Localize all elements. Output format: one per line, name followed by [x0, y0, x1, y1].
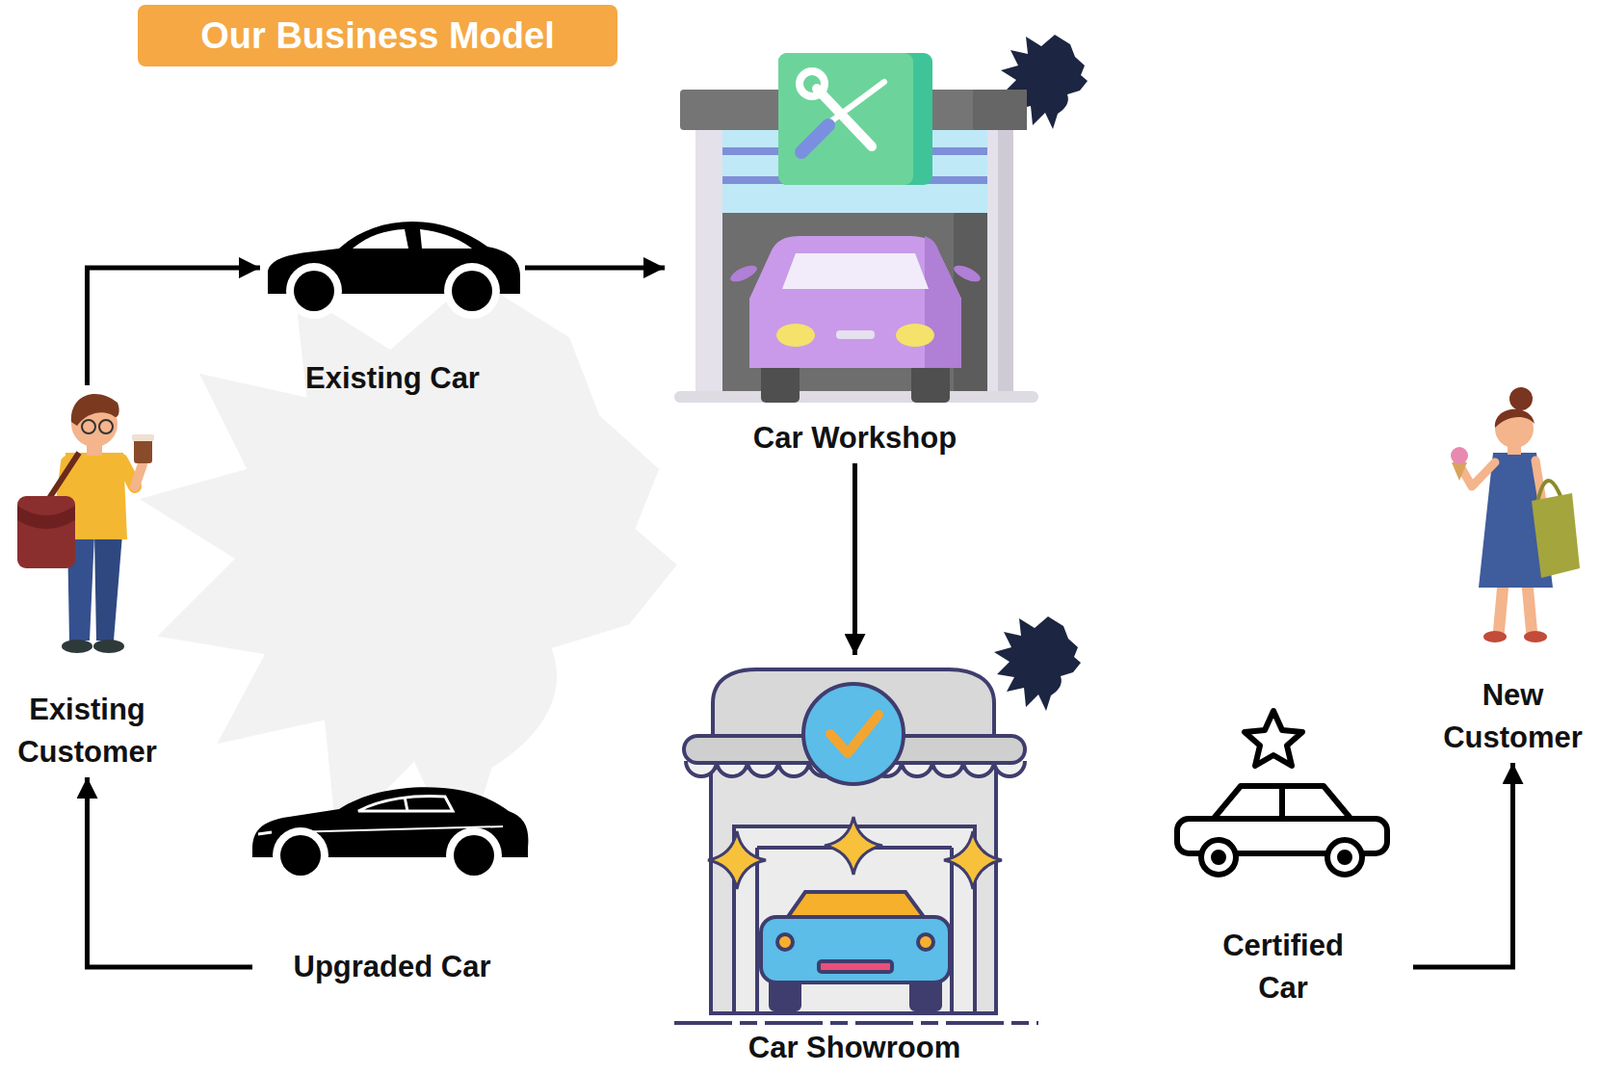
- label-wrap: New Customer: [1433, 674, 1593, 760]
- node-label: Existing Customer: [7, 688, 167, 774]
- customer-node: Existing Customer: [7, 385, 167, 778]
- upgraded-car-icon: [252, 786, 528, 884]
- node-label: Certified Car: [1206, 924, 1361, 1010]
- label-wrap: Existing Car: [260, 357, 525, 400]
- car-node: Upgraded Car: [252, 780, 532, 993]
- showroom-building: [674, 669, 1039, 1023]
- car-node: Certified Car: [1153, 698, 1414, 1014]
- node-label: Existing Car: [260, 357, 525, 400]
- node-label: Car Showroom: [671, 1026, 1038, 1070]
- label-wrap: Existing Customer: [7, 688, 167, 774]
- title-text: Our Business Model: [200, 15, 554, 57]
- node-label: New Customer: [1433, 674, 1593, 760]
- label-wrap: Upgraded Car: [252, 945, 532, 989]
- flow-arrow: [87, 777, 254, 968]
- node-label: Upgraded Car: [252, 945, 532, 989]
- flow-arrow: [1413, 762, 1514, 968]
- label-wrap: Car Workshop: [664, 417, 1046, 460]
- workshop-building: [674, 52, 1039, 403]
- existing-car-icon: [267, 221, 521, 319]
- certified-car-icon: [1177, 710, 1388, 875]
- flow-arrow: [87, 267, 262, 386]
- label-wrap: Certified Car: [1153, 924, 1414, 1010]
- showroom-node: Car Showroom: [671, 655, 1038, 1074]
- lion-logo: [994, 616, 1081, 711]
- flow-arrow: [524, 265, 665, 271]
- customer-node: New Customer: [1433, 380, 1593, 763]
- label-wrap: Car Showroom: [671, 1026, 1038, 1070]
- car-node: Existing Car: [260, 209, 525, 404]
- node-label: Car Workshop: [664, 417, 1046, 460]
- flow-arrow: [852, 463, 858, 656]
- workshop-node: Car Workshop: [664, 43, 1046, 464]
- man-figure: [17, 393, 155, 654]
- title-box: Our Business Model: [137, 4, 618, 67]
- watermark-lion: [139, 278, 678, 865]
- woman-figure: [1450, 387, 1580, 643]
